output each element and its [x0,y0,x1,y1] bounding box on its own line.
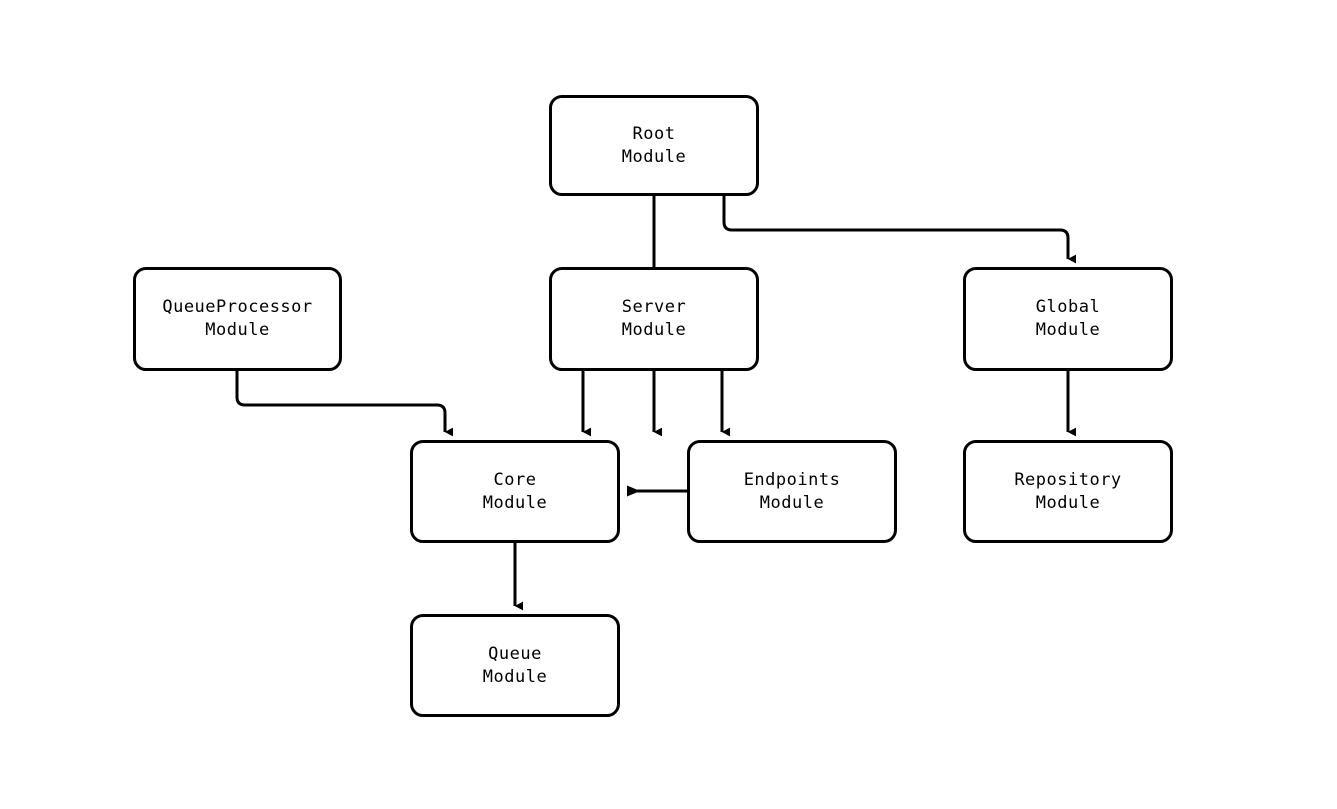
node-label-primary: Repository [1014,469,1122,490]
node-label-secondary: Module [1035,492,1101,513]
node-label-secondary: Module [621,146,687,167]
node-label-primary: Core [493,469,537,490]
edge-root-global [722,196,1077,264]
node-label-secondary: Module [205,320,270,340]
node-label-secondary: Module [759,492,825,513]
node-label-primary: Root [632,123,676,144]
node-label-secondary: Module [621,320,687,340]
node-label-secondary: Module [482,666,548,687]
node-label-primary: Server [621,297,687,317]
node-label-secondary: Module [1035,320,1101,340]
node-label-primary: QueueProcessor [162,297,313,317]
edges-group [235,196,1077,611]
edge-queueprocessor-core [235,371,454,437]
node-label-primary: Endpoints [743,469,841,490]
node-label-primary: Global [1035,297,1101,317]
node-label-primary: Queue [488,643,542,664]
node-label-secondary: Module [482,492,548,513]
